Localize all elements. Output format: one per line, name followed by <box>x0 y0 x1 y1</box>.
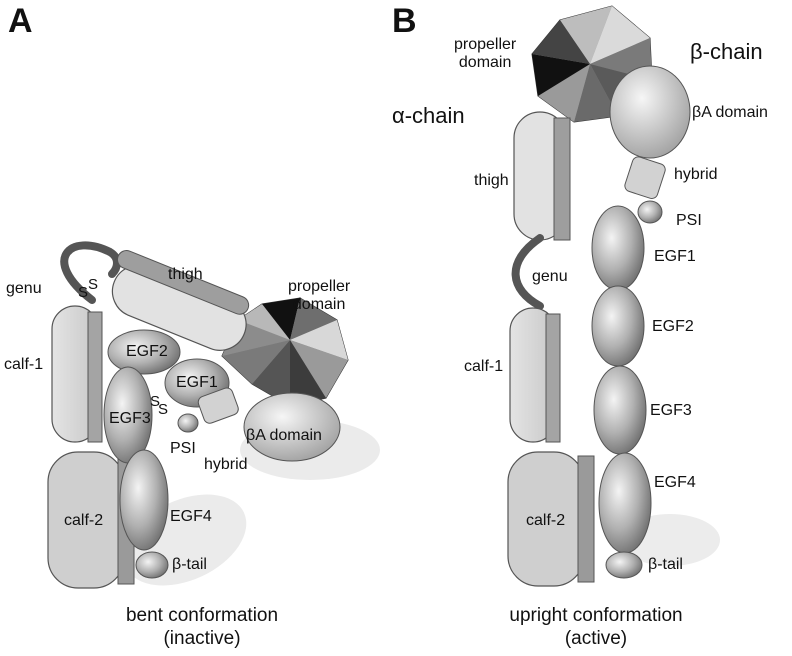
caption-b: upright conformation (active) <box>509 605 683 649</box>
panel-b-egf3 <box>593 365 647 455</box>
label-egf3-a: EGF3 <box>109 410 151 427</box>
label-disulfide-a4: S <box>158 401 169 418</box>
panel-b-beta-tail <box>605 551 643 579</box>
panel-a-genu-link <box>60 241 121 304</box>
label-beta-tail-a: β-tail <box>172 556 207 573</box>
panel-a-egf2 <box>107 329 181 375</box>
label-ba-domain-a: βA domain <box>246 427 322 444</box>
label-egf2-b: EGF2 <box>652 318 694 335</box>
panel-a-thigh <box>111 250 250 351</box>
label-hybrid-a: hybrid <box>204 456 248 473</box>
label-calf2-a: calf-2 <box>64 512 104 529</box>
panel-b-genu-link <box>511 234 544 310</box>
panel-b-egf2 <box>591 285 645 367</box>
label-disulfide-a3: S <box>150 393 161 410</box>
label-propeller-a: propeller domain <box>288 278 351 313</box>
panel-b-hybrid <box>624 156 666 200</box>
label-hybrid-b: hybrid <box>674 166 718 183</box>
panel-a-calf-1 <box>51 305 103 443</box>
panel-b-calf-1 <box>509 307 561 443</box>
panel-b-psi <box>637 200 663 224</box>
label-calf1-b: calf-1 <box>464 358 504 375</box>
label-psi-b: PSI <box>676 212 702 229</box>
panel-b-thigh <box>513 111 571 241</box>
label-egf1-a: EGF1 <box>176 374 218 391</box>
label-propeller-b: propeller domain <box>454 36 517 71</box>
panel-b-ba-domain <box>609 65 691 159</box>
label-beta-chain: β-chain <box>690 39 763 64</box>
label-ba-domain-b: βA domain <box>692 104 768 121</box>
label-genu-a: genu <box>6 280 42 297</box>
panel-a-psi <box>177 413 199 433</box>
label-egf2-a: EGF2 <box>126 343 168 360</box>
label-beta-tail-b: β-tail <box>648 556 683 573</box>
label-egf4-b: EGF4 <box>654 474 696 491</box>
label-genu-b: genu <box>532 268 568 285</box>
label-egf4-a: EGF4 <box>170 508 212 525</box>
label-disulfide-a2: S <box>88 276 99 293</box>
panel-a-ba-domain <box>243 392 341 462</box>
panel-b-egf1 <box>591 205 645 291</box>
panel-b-letter: B <box>392 2 417 40</box>
label-egf1-b: EGF1 <box>654 248 696 265</box>
label-psi-a: PSI <box>170 440 196 457</box>
panel-a-egf4 <box>119 449 169 551</box>
panel-a-beta-tail <box>135 551 169 579</box>
panel-a-letter: A <box>8 2 33 40</box>
label-egf3-b: EGF3 <box>650 402 692 419</box>
label-thigh-a: thigh <box>168 266 203 283</box>
panel-a-hybrid <box>197 387 239 424</box>
caption-a: bent conformation (inactive) <box>125 605 279 649</box>
label-thigh-b: thigh <box>474 172 509 189</box>
panel-b-egf4 <box>598 452 652 554</box>
panel-a-propeller-domain <box>221 297 349 407</box>
label-disulfide-a1: S <box>78 284 89 301</box>
label-calf1-a: calf-1 <box>4 356 44 373</box>
panel-b-calf-2 <box>507 451 595 587</box>
label-calf2-b: calf-2 <box>526 512 566 529</box>
label-alpha-chain: α-chain <box>392 103 465 128</box>
